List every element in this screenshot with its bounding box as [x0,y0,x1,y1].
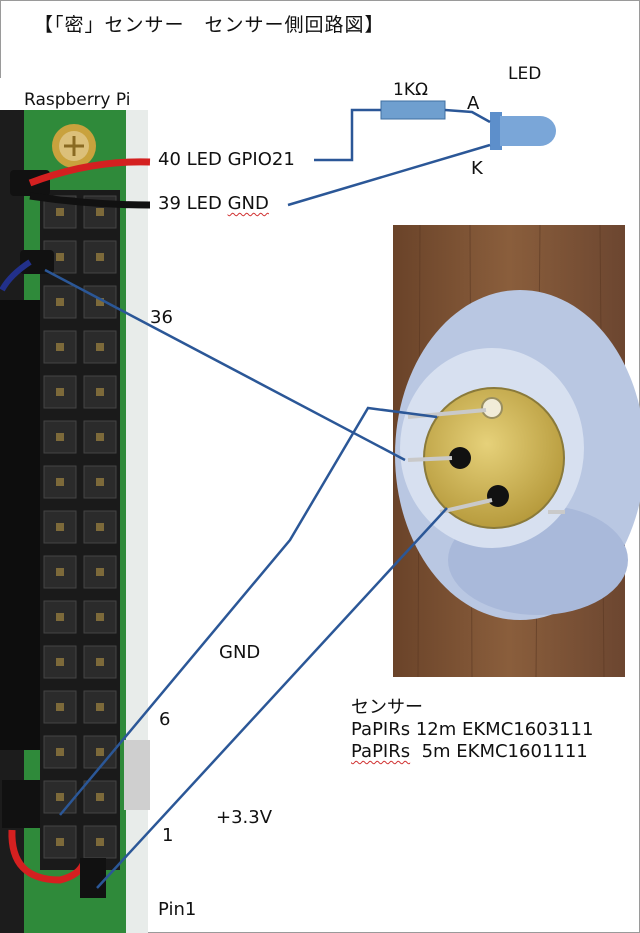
sensor-model-12m: PaPIRs 12m EKMC1603111 [351,719,594,740]
pin-39-label: 39 LED GND [158,193,269,214]
page-title: 【「密」センサー センサー側回路図】 [34,14,385,36]
led-label: LED [508,64,542,84]
pin1-name-label: Pin1 [158,899,197,920]
led-symbol [490,112,556,150]
sensor-model-5m-brand: PaPIRs [351,741,411,762]
pin-40-label: 40 LED GPIO21 [158,149,295,170]
raspberry-pi-board [0,78,150,933]
board-label: Raspberry Pi [24,90,131,110]
gnd-label: GND [219,642,261,663]
resistor-label: 1KΩ [393,80,428,100]
sensor-heading: センサー [351,697,423,718]
pin-1-label: 1 [162,825,174,846]
v33-label: +3.3V [216,807,273,828]
resistor [380,100,446,120]
anode-label: A [467,93,480,114]
sensor-model-5m: PaPIRs 5m EKMC1601111 [351,741,593,763]
pin-6-label: 6 [159,709,171,730]
sensor-model-5m-rest: 5m EKMC1601111 [410,741,588,762]
pir-sensor-photo [393,224,640,678]
cathode-label: K [471,158,483,179]
pin-39-gnd: GND [227,193,269,214]
pin-36-label: 36 [150,307,173,328]
jumper-wires [0,158,151,898]
sensor-info: センサー PaPIRs 12m EKMC1603111 PaPIRs 5m EK… [351,697,593,763]
pin-39-prefix: 39 LED [158,193,228,214]
wiring [44,108,491,889]
